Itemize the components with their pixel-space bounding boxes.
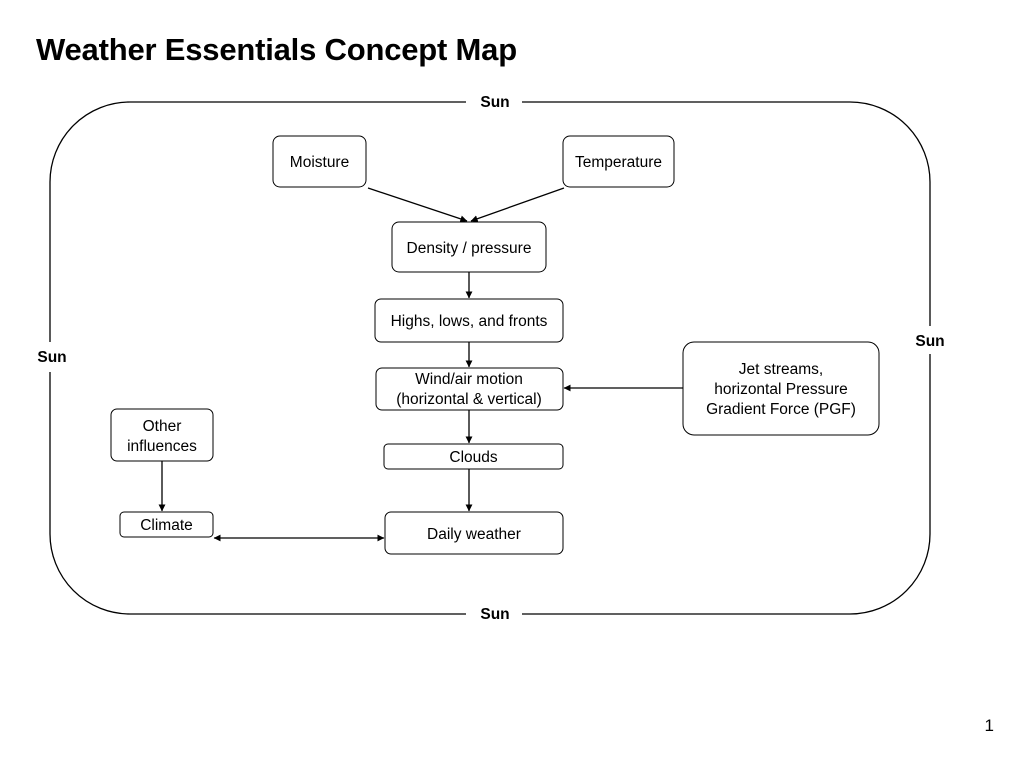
node-daily-weather-label: Daily weather (427, 526, 521, 543)
node-jet-streams-line3: Gradient Force (PGF) (706, 401, 856, 418)
sun-label-right: Sun (915, 333, 944, 350)
node-clouds-label: Clouds (449, 449, 497, 466)
node-wind-air-motion: Wind/air motion (horizontal & vertical) (375, 367, 564, 411)
node-other-line1: Other (143, 418, 182, 435)
slide-title: Weather Essentials Concept Map (36, 32, 517, 67)
node-other-line2: influences (127, 438, 197, 455)
node-other-influences: Other influences (110, 408, 214, 462)
node-moisture-label: Moisture (290, 154, 349, 171)
node-wind-label-line1: Wind/air motion (415, 371, 523, 388)
node-clouds: Clouds (383, 443, 564, 470)
node-moisture: Moisture (272, 135, 367, 188)
sun-label-top: Sun (480, 94, 509, 111)
edge-moisture-density (367, 187, 468, 223)
node-temperature-label: Temperature (575, 154, 662, 171)
node-density-pressure: Density / pressure (391, 221, 547, 273)
node-highs-lows-fronts: Highs, lows, and fronts (374, 298, 564, 343)
node-wind-label-line2: (horizontal & vertical) (396, 391, 542, 408)
sun-label-bottom: Sun (480, 606, 509, 623)
node-climate-label: Climate (140, 517, 193, 534)
node-climate: Climate (119, 511, 214, 538)
node-temperature: Temperature (562, 135, 675, 188)
node-jet-streams-line1: Jet streams, (739, 361, 823, 378)
sun-label-left: Sun (37, 349, 66, 366)
sun-frame (49, 101, 931, 615)
node-highs-lows-label: Highs, lows, and fronts (391, 313, 548, 330)
node-jet-streams-line2: horizontal Pressure (714, 381, 848, 398)
node-density-label: Density / pressure (407, 240, 532, 257)
node-jet-streams: Jet streams, horizontal Pressure Gradien… (682, 341, 880, 436)
edge-temperature-density (470, 187, 565, 223)
node-daily-weather: Daily weather (384, 511, 564, 555)
page-number: 1 (984, 716, 994, 735)
